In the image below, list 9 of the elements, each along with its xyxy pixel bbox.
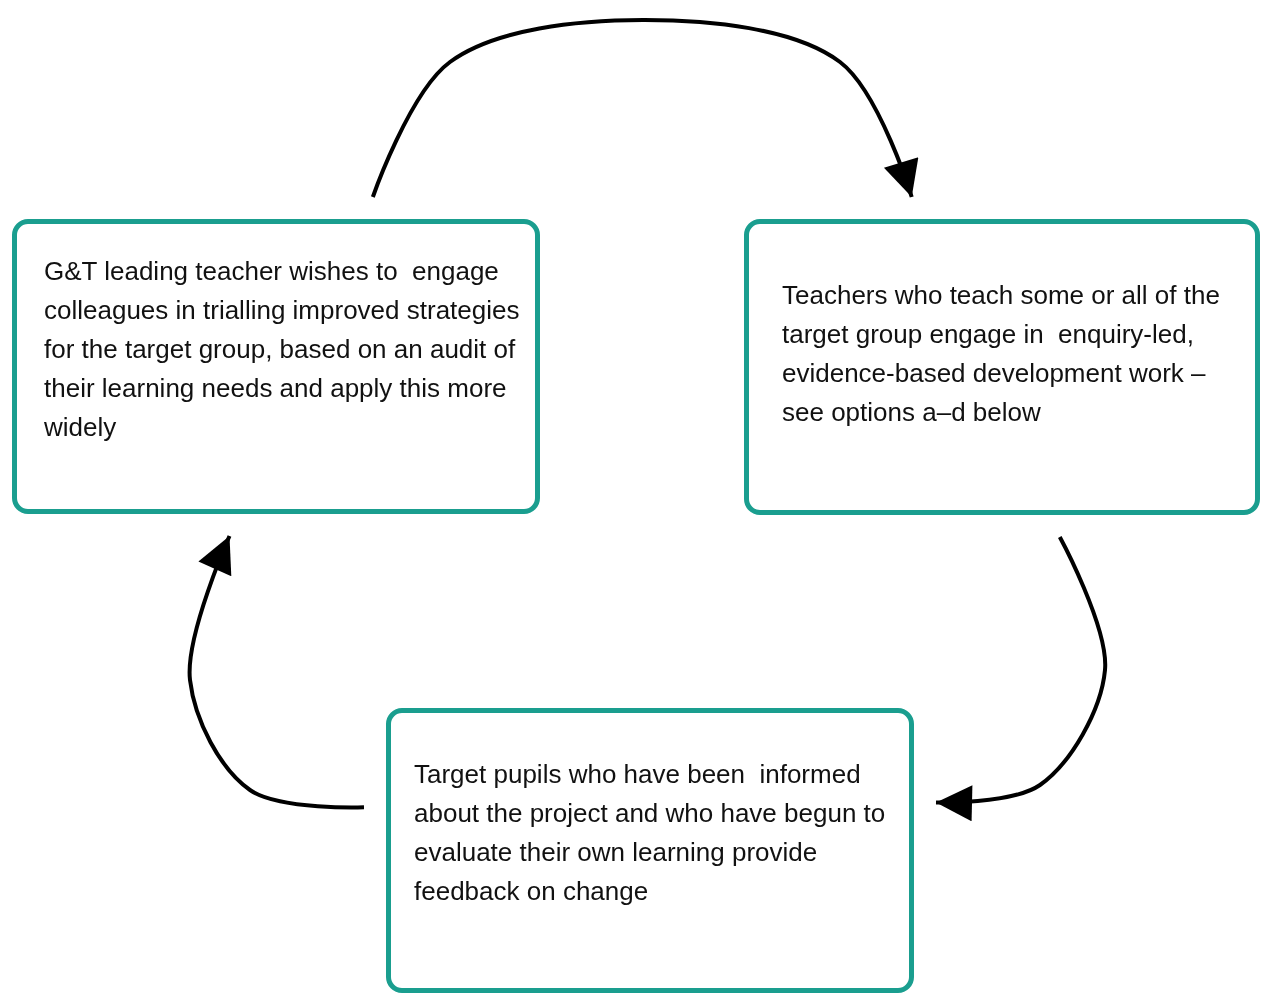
cycle-arrow xyxy=(936,536,1107,822)
process-box xyxy=(12,219,540,514)
process-box xyxy=(386,708,914,993)
cycle-arrow xyxy=(371,18,919,198)
box-text: G&T leading teacher wishes to engage colleagues in trialling improved strategies for the target group, based on an audit of their learning needs and apply this more widely xyxy=(44,255,521,444)
process-box xyxy=(744,219,1260,515)
cycle-arrow xyxy=(187,535,365,810)
box-text: Target pupils who have been informed about the project and who have begun to evaluate their own learning provide feedback on change xyxy=(414,758,887,908)
box-text: Teachers who teach some or all of the target group engage in enquiry-led, evidence-based development work – see options a–d below xyxy=(782,279,1221,429)
